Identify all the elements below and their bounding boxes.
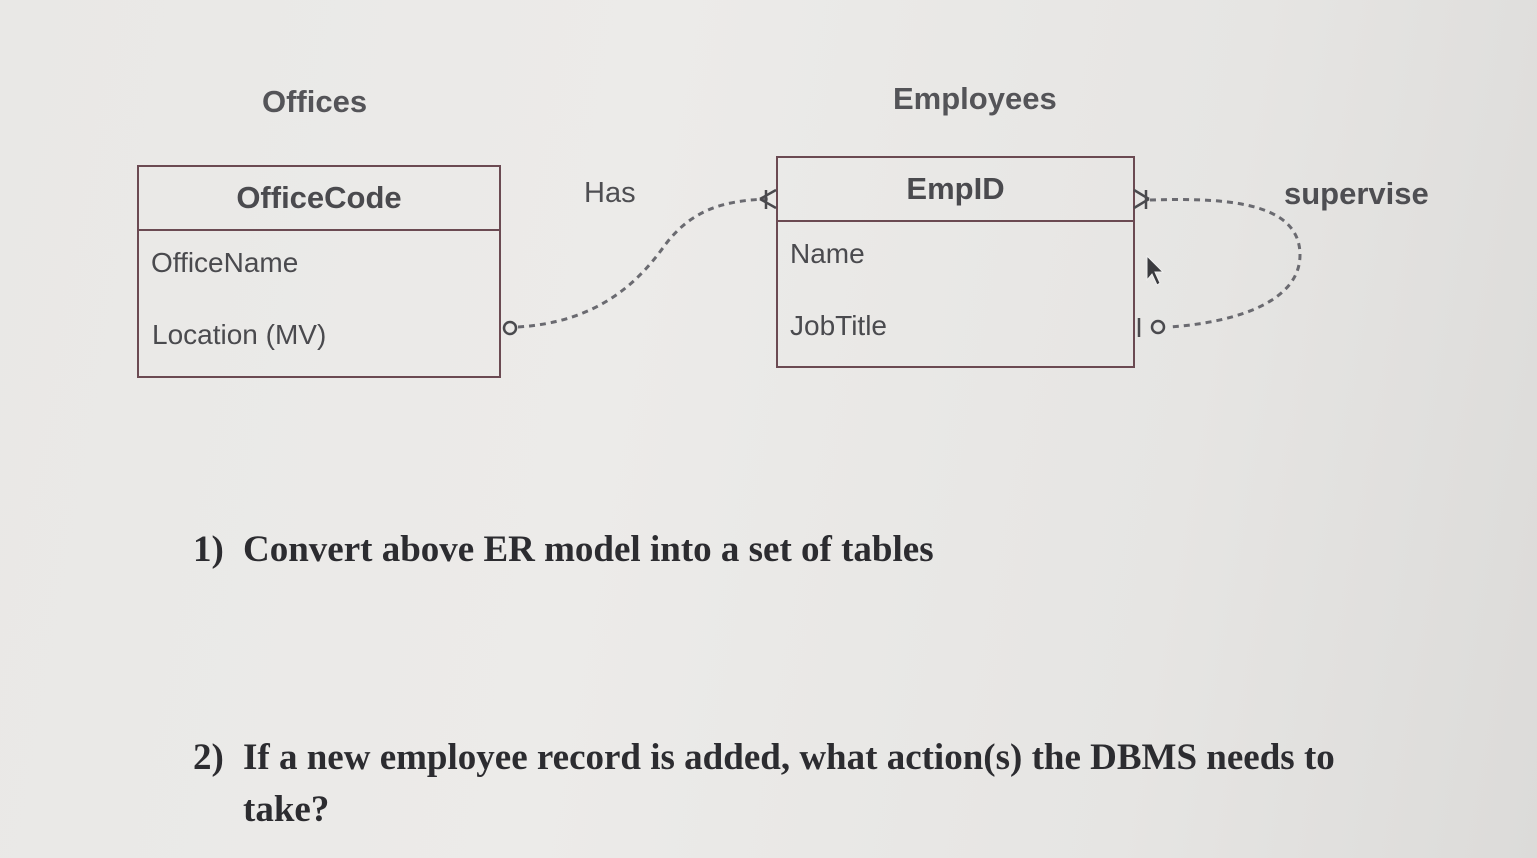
supervise-zero-or-one-marker-icon <box>1137 318 1166 337</box>
has-connector-line <box>517 197 771 329</box>
offices-entity-box: OfficeCode OfficeName Location (MV) <box>137 165 501 378</box>
offices-attribute-location: Location (MV) <box>152 319 327 350</box>
question-1-number: 1) <box>193 529 224 570</box>
question-2: 2) If a new employee record is added, wha… <box>193 732 1493 836</box>
supervise-crowfoot-marker-icon <box>1133 188 1150 210</box>
question-2-continuation: take? <box>243 789 330 830</box>
has-crowfoot-marker-icon <box>759 188 777 210</box>
supervise-connector-line <box>1149 198 1302 329</box>
question-2-text: If a new employee record is added, what … <box>243 737 1335 778</box>
supervise-relationship-label: supervise <box>1284 176 1429 211</box>
question-2-number: 2) <box>193 737 224 778</box>
offices-attribute-officename: OfficeName <box>151 247 299 278</box>
employees-attribute-name: Name <box>790 238 865 269</box>
question-1: 1) Convert above ER model into a set of t… <box>193 524 934 576</box>
offices-entity-title: Offices <box>262 84 368 119</box>
offices-primary-key: OfficeCode <box>139 167 499 231</box>
employees-attribute-jobtitle: JobTitle <box>790 310 888 341</box>
employees-primary-key: EmpID <box>778 158 1133 222</box>
has-zero-marker-icon <box>502 320 518 336</box>
question-1-text: Convert above ER model into a set of tab… <box>243 529 934 570</box>
mouse-cursor-icon <box>1146 254 1165 286</box>
employees-entity-box: EmpID Name JobTitle <box>776 156 1135 368</box>
has-relationship-label: Has <box>584 177 636 209</box>
employees-entity-title: Employees <box>893 81 1057 116</box>
